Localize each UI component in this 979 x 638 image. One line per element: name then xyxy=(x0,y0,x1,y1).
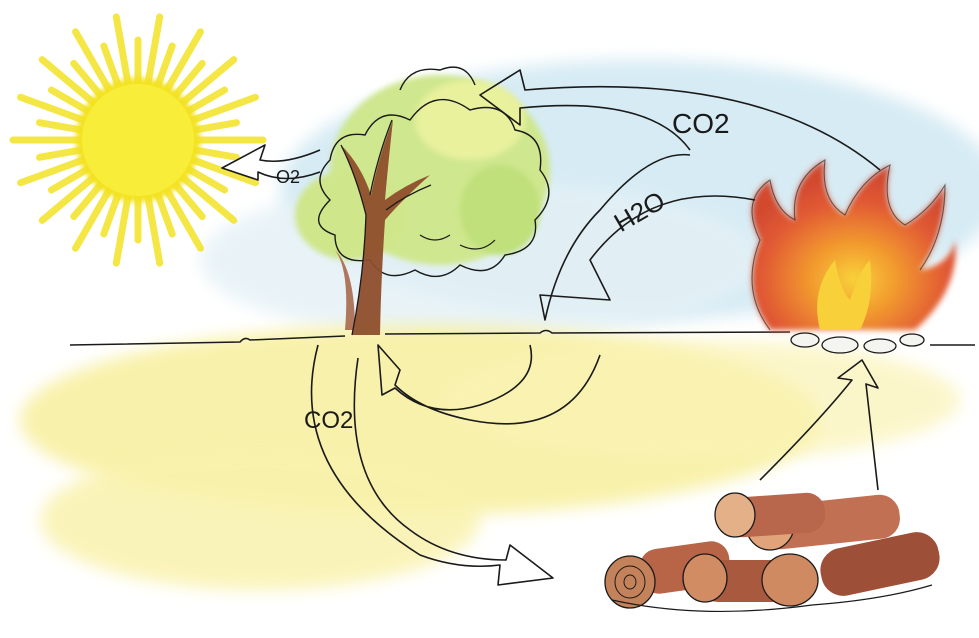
sun-ray xyxy=(195,123,236,130)
sun-ray xyxy=(195,150,236,157)
ground-wash xyxy=(20,325,960,590)
label-co2-top: CO2 xyxy=(672,108,730,139)
sun-ray xyxy=(116,17,128,83)
firewood-pile-icon xyxy=(605,492,944,612)
label-co2-ground: CO2 xyxy=(304,407,353,434)
sun-ray xyxy=(148,197,160,263)
tree-foliage xyxy=(295,67,550,276)
sun-ray xyxy=(148,17,160,83)
label-o2: O2 xyxy=(276,167,300,187)
sun-ray xyxy=(40,150,81,157)
sun-ray xyxy=(116,197,128,263)
sun-ray xyxy=(40,123,81,130)
sun-icon xyxy=(13,17,263,263)
